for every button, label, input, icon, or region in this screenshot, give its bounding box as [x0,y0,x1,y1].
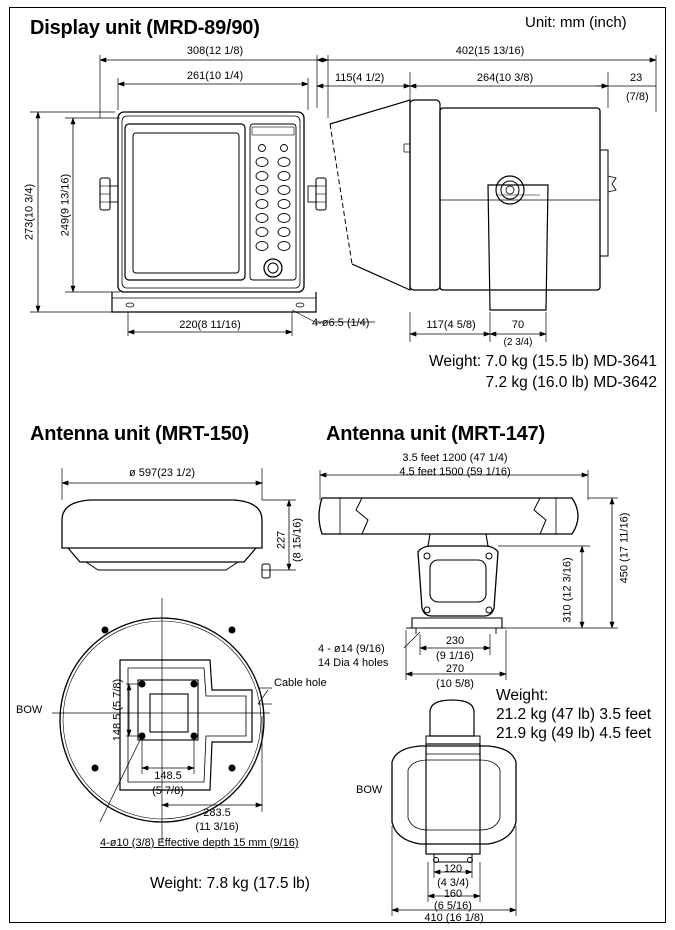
dim-knob-b: (7/8) [626,91,649,103]
title-antenna-147: Antenna unit (MRT-147) [326,423,545,445]
dim-screen-width: 261(10 1/4) [186,70,244,82]
display-weight-1: Weight: 7.0 kg (15.5 lb) MD-3641 [428,353,657,370]
mrt150-bottom-view [52,598,272,842]
mrt147-weight-1: 21.2 kg (47 lb) 3.5 feet [496,706,652,723]
keypad-key [255,185,269,195]
mrt150-height-b: (8 15/16) [291,517,304,563]
mrt147-weight-2: 21.9 kg (49 lb) 4.5 feet [496,725,652,742]
mrt147-holes-a: 4 - ø14 (9/16) [318,643,385,655]
mrt147-w120-b: (4 3/4) [437,877,469,889]
mrt147-w230-a: 230 [445,635,465,647]
rotary-knob [263,258,283,278]
dim-knob-a: 23 [630,72,643,84]
mrt147-holes-b: 14 Dia 4 holes [318,657,389,669]
display-side-view [316,55,657,342]
mrt147-h310: 310 (12 3/16) [561,557,574,623]
mrt150-side-view [61,468,296,579]
title-display-unit: Display unit (MRD-89/90) [30,17,260,39]
keypad-key [255,199,269,209]
mrt147-bow: BOW [356,784,383,796]
display-front-view [30,55,375,336]
mrt147-len-45: 4.5 feet 1500 (59 1/16) [399,466,511,478]
mrt147-w120-a: 120 [443,863,463,875]
mrt147-w270-a: 270 [445,663,465,675]
mrt150-offset-b: (11 3/16) [195,821,239,833]
keypad-key [255,213,269,223]
dim-overall-height: 273(10 3/4) [23,183,36,241]
mrt150-bow: BOW [16,704,43,716]
keypad-key [255,157,269,167]
keypad-key [277,227,291,237]
keypad-key [277,213,291,223]
mrt150-diameter: ø 597(23 1/2) [128,467,196,479]
title-antenna-150: Antenna unit (MRT-150) [30,423,249,445]
display-weight-2: 7.2 kg (16.0 lb) MD-3642 [485,374,657,391]
keypad-key [258,144,266,152]
dim-bracket-a: 117(4 5/8) [426,319,476,331]
mrt150-hole-h-a: 148.5 [154,770,182,782]
dim-bracket-b-a: 70 [511,319,525,331]
mrt147-side-view [318,470,618,680]
mrt150-height-a: 227 [275,530,288,550]
mrt147-bottom-view [391,699,517,916]
keypad-key [280,144,288,152]
keypad-key [277,157,291,167]
dim-body-depth: 264(10 3/8) [476,72,534,84]
mrt147-w270-b: (10 5/8) [436,678,474,690]
dim-mount-width: 220(8 11/16) [179,319,241,331]
dim-bracket-b-b: (2 3/4) [503,337,533,348]
mrt147-w410: 410 (16 1/8) [424,912,484,924]
mrt147-w160-a: 160 [443,888,463,900]
keypad-key [277,241,291,251]
dim-overall-width: 308(12 1/8) [186,45,244,57]
keypad-key [277,199,291,209]
mrt150-offset-a: 283.5 [203,807,231,819]
dim-depth-total: 402(15 13/16) [455,45,525,57]
mrt150-cable-hole: Cable hole [274,677,327,689]
dim-hood: 115(4 1/2) [335,72,385,84]
mrt147-w160-b: (6 5/16) [434,900,472,912]
mrt150-hole-v: 148.5 (5 7/8) [111,678,124,742]
dim-mount-holes: 4-ø6.5 (1/4) [312,317,370,329]
keypad-key [277,171,291,181]
mrt147-h450: 450 (17 11/16) [618,512,631,584]
keypad-key [255,241,269,251]
keypad-key [277,185,291,195]
mrt150-hole-h-b: (5 7/8) [152,785,184,797]
mrt150-holes: 4-ø10 (3/8) Effective depth 15 mm (9/16) [100,837,299,849]
mrt147-weight-title: Weight: [496,687,549,704]
unit-note: Unit: mm (inch) [525,14,627,31]
rotary-knob-center [267,262,279,274]
keypad-key [255,227,269,237]
mrt147-len-35: 3.5 feet 1200 (47 1/4) [402,452,508,464]
page-frame [9,7,666,923]
mrt150-weight: Weight: 7.8 kg (17.5 lb) [150,875,310,892]
dim-inner-height: 249(9 13/16) [59,173,72,237]
keypad-key [255,171,269,181]
mrt147-w230-b: (9 1/16) [436,650,474,662]
